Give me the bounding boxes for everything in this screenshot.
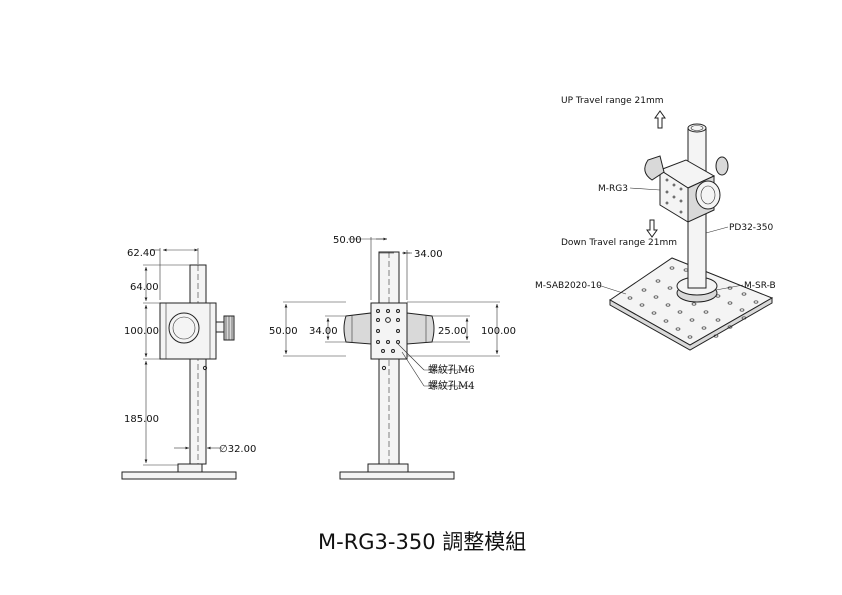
iso-up-arrow <box>654 110 666 129</box>
front-dim-left-inner: 34.00 <box>309 326 338 337</box>
front-dim-top-right: 34.00 <box>414 249 443 260</box>
iso-label-srb: M-SR-B <box>744 281 776 291</box>
side-dim-d2: 64.00 <box>130 282 159 293</box>
front-dim-left-outer: 50.00 <box>269 326 298 337</box>
front-right-cylinder <box>406 312 435 345</box>
front-base-mount <box>367 463 409 473</box>
drawing-title: M-RG3-350 調整模組 <box>318 530 526 554</box>
side-bore-circle <box>168 312 200 344</box>
side-dim-d4: 185.00 <box>124 414 159 425</box>
iso-down-arrow <box>646 219 658 238</box>
side-view: 62.40 64.00 100.00 185.00 ∅32.00 <box>121 248 256 480</box>
iso-right-cylinder <box>695 180 721 210</box>
iso-label-up: UP Travel range 21mm <box>561 96 664 106</box>
iso-label-down: Down Travel range 21mm <box>561 238 677 248</box>
front-dim-right-outer: 100.00 <box>481 326 516 337</box>
front-dim-right-inner: 25.00 <box>438 326 467 337</box>
front-base-plate <box>339 471 455 480</box>
iso-label-sab: M-SAB2020-10 <box>535 281 602 291</box>
side-dim-d3: 100.00 <box>124 326 159 337</box>
iso-label-pd: PD32-350 <box>729 223 774 233</box>
front-left-cylinder <box>343 312 372 345</box>
iso-knob <box>715 156 729 176</box>
front-view: 50.00 34.00 50.00 34.00 25.00 100.00 螺紋孔… <box>269 235 516 480</box>
front-hole-pattern <box>376 309 400 353</box>
iso-left-cylinder <box>644 155 665 181</box>
iso-label-rg3: M-RG3 <box>598 184 628 194</box>
side-dim-d5: ∅32.00 <box>219 444 256 455</box>
front-dim-top-left: 50.00 <box>333 235 362 246</box>
iso-view: UP Travel range 21mm Down Travel range 2… <box>535 96 776 351</box>
side-dim-d1: 62.40 <box>127 248 156 259</box>
side-base-mount <box>177 463 203 473</box>
front-note-m6: 螺紋孔M6 <box>428 363 475 376</box>
front-note-m4: 螺紋孔M4 <box>428 379 475 392</box>
iso-base-holes <box>627 266 759 339</box>
side-base-plate <box>121 471 237 480</box>
